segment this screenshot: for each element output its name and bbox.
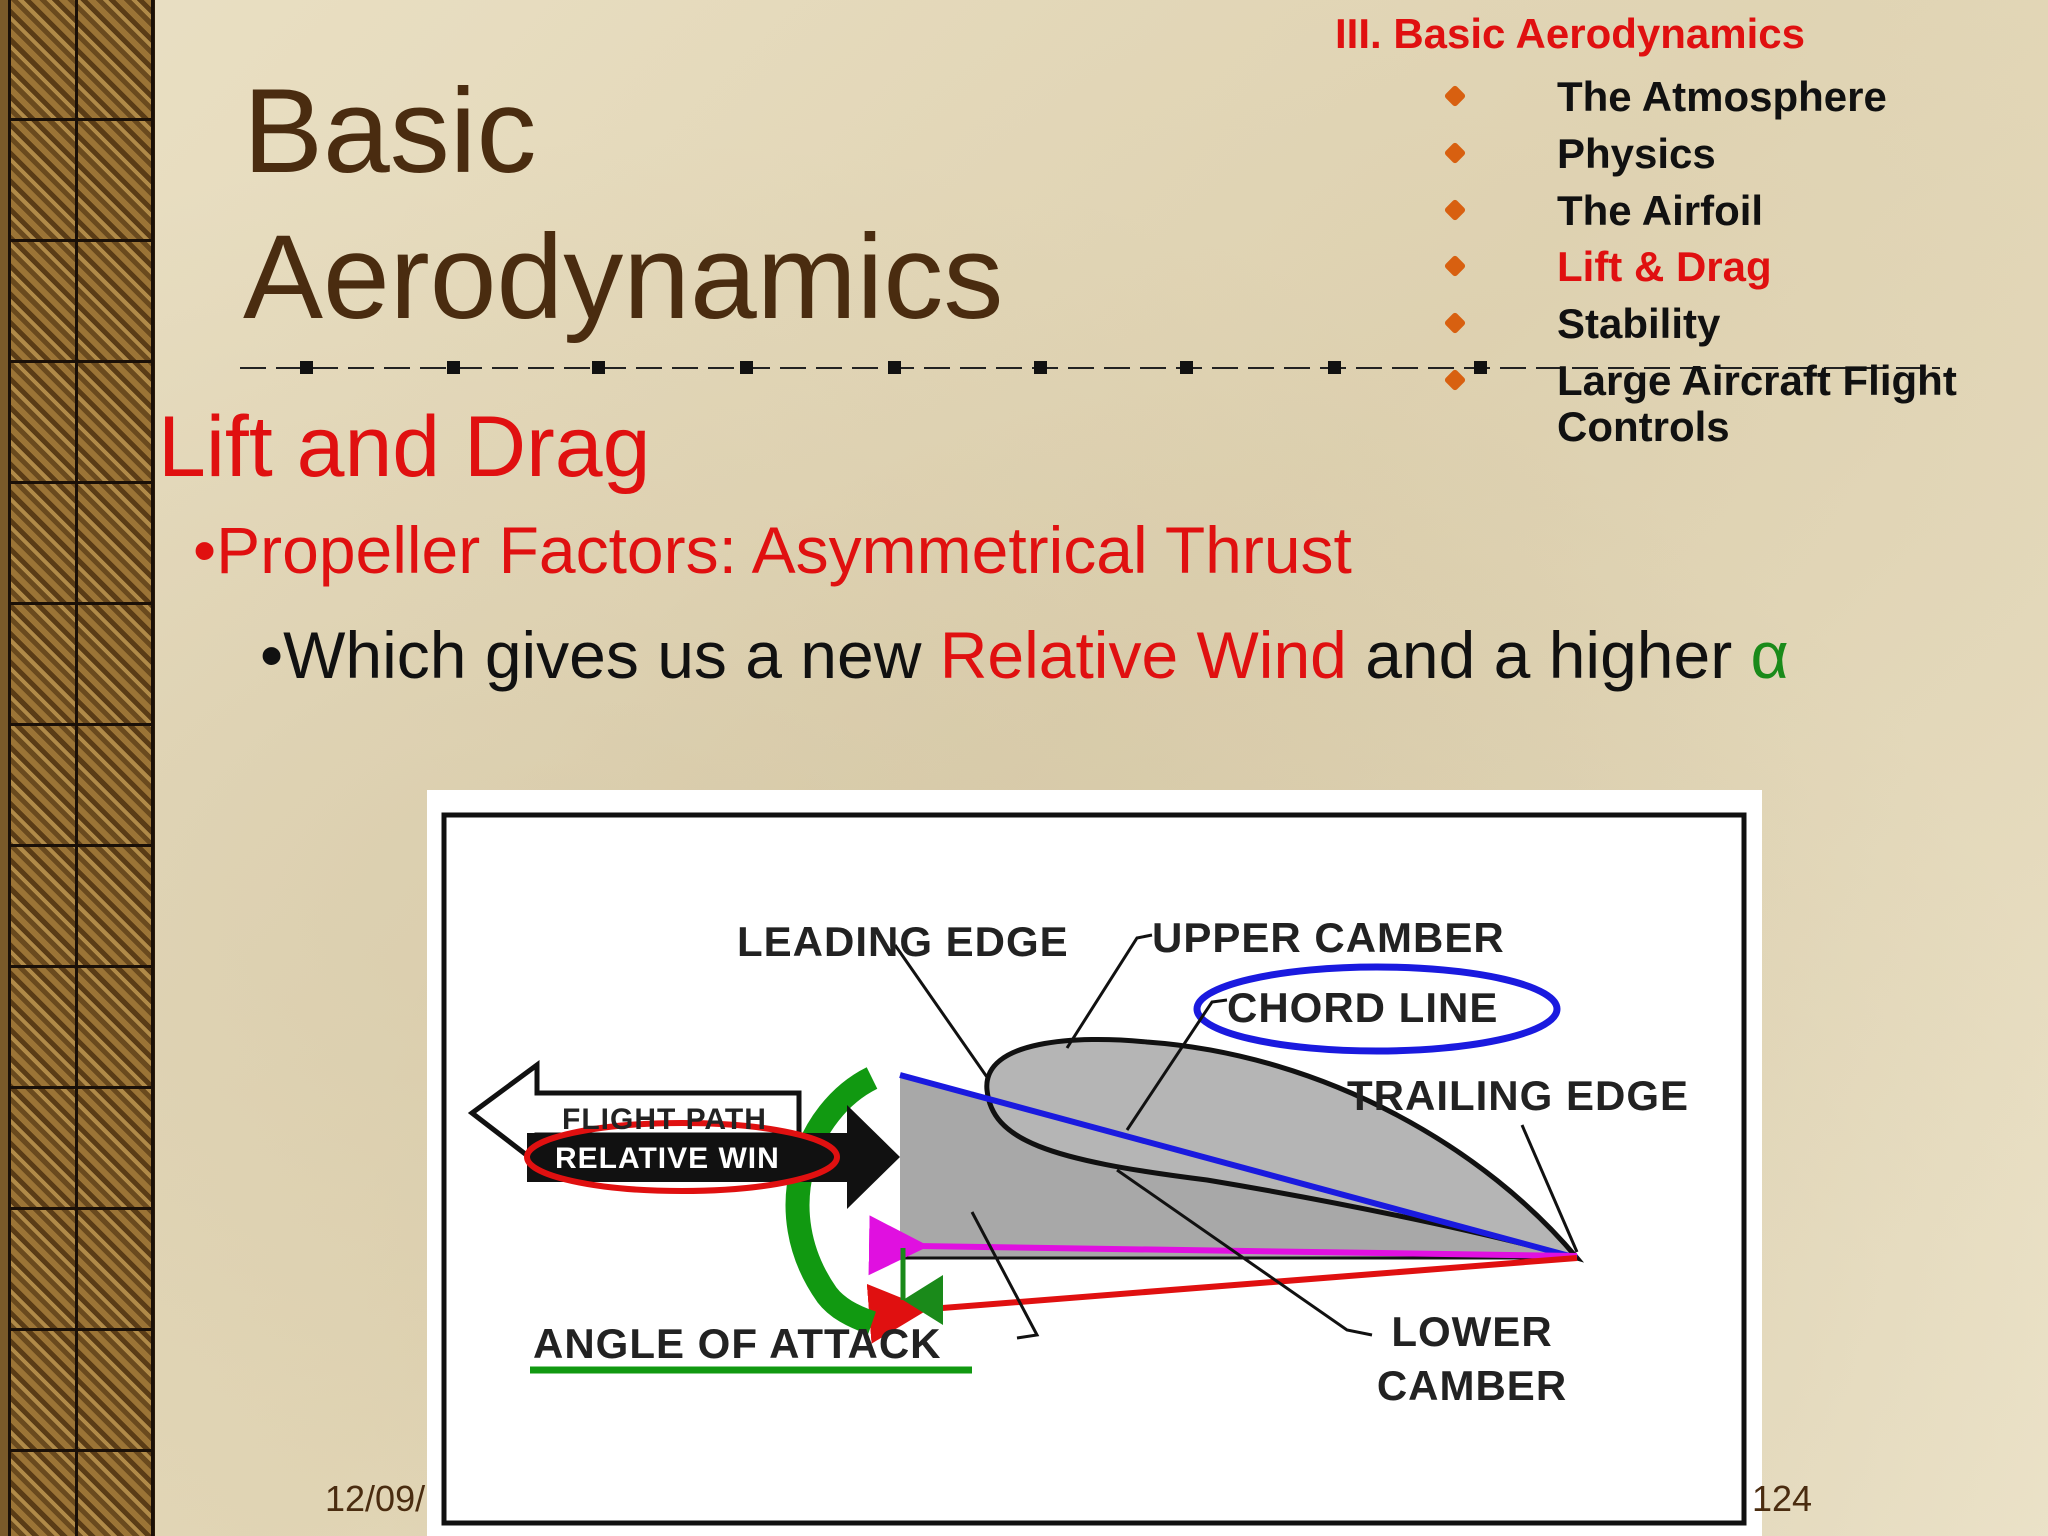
lower-camber-label-line2: CAMBER [1376, 1362, 1568, 1409]
alpha-symbol: α [1750, 618, 1789, 692]
leading-edge-leader [893, 944, 991, 1081]
agenda-item-label: Stability [1557, 300, 1721, 347]
angle-of-attack-label: ANGLE OF ATTACK [533, 1320, 942, 1367]
agenda-item-label: The Atmosphere [1557, 73, 1887, 120]
footer-page-number: 124 [1752, 1478, 1813, 1519]
chord-line-leader [1125, 998, 1228, 1131]
lower-camber-label-line1: LOWER [1391, 1308, 1553, 1355]
relative-wind-arrow [527, 1105, 900, 1209]
title-divider [240, 361, 1940, 374]
agenda-heading: III. Basic Aerodynamics [1335, 10, 1805, 57]
bullet-relative-wind: •Which gives us a new Relative Wind and … [260, 617, 1789, 693]
relative-wind-highlight-ring [524, 1120, 840, 1194]
trailing-edge-leader [1520, 1124, 1579, 1253]
trailing-edge-label: TRAILING EDGE [1347, 1072, 1690, 1119]
airfoil-diagram: LEADING EDGE UPPER CAMBER CHORD LINE TRA… [427, 790, 1762, 1536]
bullet-text-middle: and a higher [1346, 618, 1751, 692]
relative-wind-highlight: Relative Wind [939, 618, 1347, 692]
upper-camber-leader [1065, 933, 1153, 1049]
chord-line [899, 1072, 1578, 1261]
agenda-item-label: The Airfoil [1557, 187, 1764, 234]
diagram-frame [441, 812, 1747, 1526]
footer-date: 12/09/ [325, 1478, 426, 1519]
bullet-propeller-factors: •Propeller Factors: Asymmetrical Thrust [193, 513, 1352, 587]
lower-camber-leader [1116, 1168, 1373, 1337]
agenda-item-label: Large Aircraft Flight [1557, 357, 1957, 404]
angle-bracket [785, 1067, 878, 1335]
decorative-left-border [0, 0, 155, 1536]
agenda-item-label: Lift & Drag [1557, 243, 1772, 290]
airfoil-drawing [441, 812, 1747, 1526]
chord-line-highlight-ring [1193, 963, 1561, 1055]
flight-path-vector [868, 1215, 1578, 1276]
leading-edge-label: LEADING EDGE [737, 918, 1069, 965]
upper-camber-label: UPPER CAMBER [1152, 914, 1505, 961]
bullet-text-prefix: •Which gives us a new [260, 618, 940, 692]
slide-title: Basic Aerodynamics [243, 58, 1003, 350]
relative-wind-label: RELATIVE WIN [555, 1142, 780, 1175]
title-line-2: Aerodynamics [243, 210, 1004, 344]
new-relative-wind-vector [866, 1255, 1578, 1344]
title-line-1: Basic [243, 64, 537, 198]
flight-path-label: FLIGHT PATH [562, 1103, 767, 1136]
border-pattern [8, 0, 154, 1536]
angle-of-attack-leader [970, 1211, 1040, 1340]
agenda-item-label: Controls [1557, 403, 1730, 450]
chord-line-label: CHORD LINE [1227, 984, 1499, 1031]
agenda-item-label: Physics [1557, 130, 1716, 177]
section-title: Lift and Drag [158, 399, 651, 495]
